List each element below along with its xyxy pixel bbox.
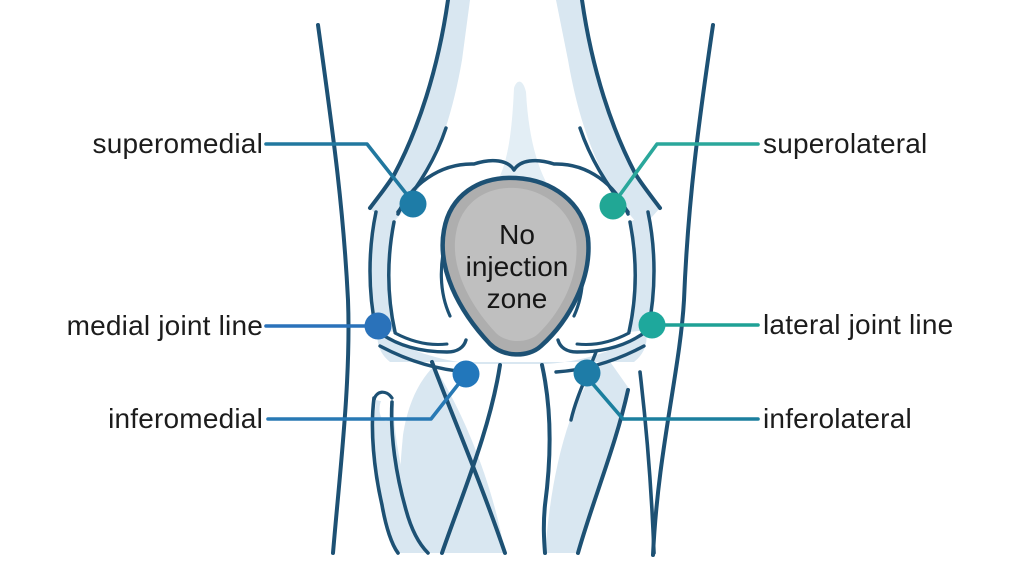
- meniscus-lateral-2: [575, 331, 631, 346]
- tibia-lateral-line: [638, 370, 656, 555]
- dot-inferolateral: [573, 359, 601, 387]
- label-superomedial: superomedial: [92, 128, 263, 159]
- leader-superolateral: [599, 142, 760, 220]
- lateral-band-upper: [569, 350, 598, 422]
- fibula-lateral-edge: [389, 400, 430, 555]
- no-injection-zone-text-line3: zone: [487, 283, 548, 314]
- suprapatellar-capsule: [396, 158, 630, 216]
- leader-inferomedial: [266, 360, 480, 421]
- tibial-plateau-band: [377, 332, 647, 364]
- meniscus-medial: [374, 328, 468, 354]
- leader-inferolateral: [573, 359, 760, 421]
- no-injection-zone-text-line1: No: [499, 219, 535, 250]
- tibia-medial-edge: [430, 360, 507, 555]
- leader-medial-joint-line: [264, 312, 392, 340]
- fibula-head-top: [372, 390, 394, 402]
- tibia-lateral-band: [545, 356, 630, 553]
- anatomy-outlines: [316, 0, 715, 557]
- patellar-tendon-medial-edge: [440, 363, 502, 555]
- fibula-band: [374, 400, 426, 553]
- medial-capsule-inner: [387, 220, 397, 334]
- meniscus-medial-2: [393, 331, 449, 346]
- dot-lateral-joint-line: [638, 311, 666, 339]
- dot-superolateral: [599, 192, 627, 220]
- leader-lateral-joint-line: [638, 311, 760, 339]
- tibia-lateral-edge: [576, 388, 630, 555]
- dot-superomedial: [399, 190, 427, 218]
- leader-superomedial: [264, 142, 427, 218]
- plateau-lateral: [554, 344, 646, 374]
- label-lateral-joint-line: lateral joint line: [763, 309, 954, 340]
- label-inferomedial: inferomedial: [108, 403, 263, 434]
- skin-line-lateral: [651, 23, 715, 557]
- femur-medial-edge: [368, 0, 450, 210]
- patellar-tendon-lateral-edge: [540, 363, 552, 555]
- meniscus-lateral: [556, 328, 650, 354]
- no-injection-zone-text-line2: injection: [466, 251, 569, 282]
- lateral-capsule-inner: [627, 220, 637, 334]
- label-inferolateral: inferolateral: [763, 403, 912, 434]
- femur-lateral-edge: [580, 0, 662, 210]
- annotation-leaders: [264, 142, 760, 421]
- femur-medial-band: [370, 0, 470, 228]
- fibula-head-notch: [379, 397, 393, 421]
- dot-medial-joint-line: [364, 312, 392, 340]
- tibia-medial-mass: [399, 366, 505, 553]
- skin-line-medial: [316, 23, 351, 555]
- dot-inferomedial: [452, 360, 480, 388]
- quadriceps-tendon: [497, 81, 546, 182]
- fibula-medial-edge: [370, 396, 400, 555]
- patella-inner-highlight: [454, 187, 577, 342]
- label-superolateral: superolateral: [763, 128, 928, 159]
- label-medial-joint-line: medial joint line: [66, 310, 263, 341]
- patella-no-injection-zone: No injection zone: [440, 175, 591, 357]
